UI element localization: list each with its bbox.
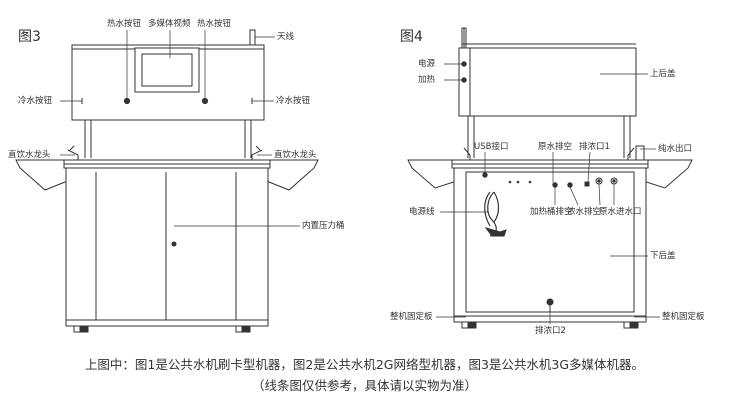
fig3-label-hot-right: 热水按钮 — [197, 19, 232, 29]
fig3-label-cold-right: 冷水按钮 — [276, 96, 311, 106]
fig4-label-conc-port1: 排浓口1 — [579, 142, 610, 152]
fig4-label-top-cover: 上后盖 — [650, 69, 676, 79]
caption-line-2: （线条图仅供参考，具体请以实物为准） — [251, 378, 477, 393]
fig4-label-heater-drain: 加热桶排空 — [530, 207, 573, 217]
fig4-label-raw-in: 原水进水口 — [599, 207, 642, 217]
fig3-label-faucet-right: 直饮水龙头 — [274, 150, 317, 160]
fig3-leader-lines — [60, 30, 300, 227]
fig4-label-pure-out: 纯水出口 — [658, 144, 693, 154]
fig4-title: 图4 — [400, 29, 423, 45]
fig3-label-cold-left: 冷水按钮 — [18, 96, 53, 106]
fig3-title: 图3 — [18, 29, 41, 45]
fig4-label-bottom-cover: 下后盖 — [650, 251, 676, 261]
fig4-label-conc-port2: 排浓口2 — [535, 326, 566, 336]
caption-line-1: 上图中：图1是公共水机刷卡型机器，图2是公共水机2G网络型机器，图3是公共水机3… — [84, 357, 645, 372]
fig4-label-power-cord: 电源线 — [409, 207, 435, 217]
fig3-label-tank: 内置压力桶 — [302, 221, 345, 231]
fig4-label-raw-drain: 原水排空 — [538, 142, 573, 152]
fig4-leader-lines — [436, 63, 660, 324]
fig4-label-power: 电源 — [418, 59, 436, 69]
fig4-label-usb: USB接口 — [474, 142, 509, 152]
fig3-label-faucet-left: 直饮水龙头 — [8, 150, 51, 160]
fig3-label-antenna: 天线 — [277, 32, 295, 42]
fig3-label-multimedia: 多媒体视频 — [148, 19, 191, 29]
fig4-label-conc-drain: 浓水排空 — [567, 207, 602, 217]
fig3-label-hot-left: 热水按钮 — [107, 19, 142, 29]
fig4-label-fix-left: 整机固定板 — [390, 312, 433, 322]
fig4-label-fix-right: 整机固定板 — [662, 312, 705, 322]
fig3-machine-drawing — [15, 29, 319, 333]
fig4-label-heat: 加热 — [418, 75, 436, 85]
